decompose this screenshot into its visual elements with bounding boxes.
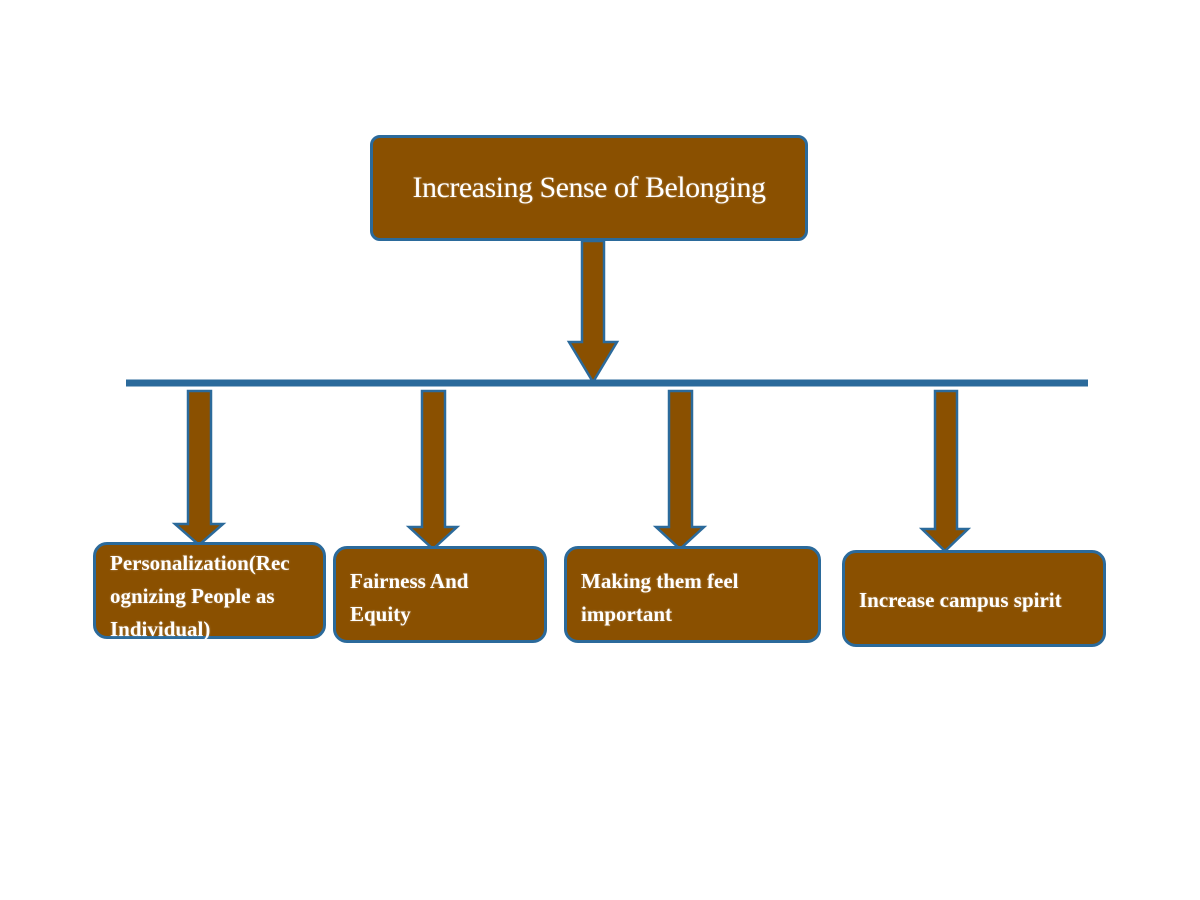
child-node-personalization: Personalization(Rec ognizing People as I… (93, 542, 326, 641)
label-line: Personalization(Rec (110, 551, 290, 575)
child-node-campus-spirit: Increase campus spirit (842, 550, 1106, 647)
root-node-label: Increasing Sense of Belonging (412, 171, 766, 204)
child-arrow-4 (918, 389, 972, 553)
child-node-label: Personalization(Rec ognizing People as I… (110, 547, 290, 646)
child-node-feel-important: Making them feel important (564, 546, 821, 643)
root-down-arrow (566, 239, 620, 385)
child-node-label: Increase campus spirit (859, 588, 1062, 612)
child-node-label: Making them feel important (581, 565, 738, 631)
label-line: Making them feel (581, 569, 739, 593)
child-arrow-1 (171, 389, 227, 547)
label-line: Fairness And (350, 569, 469, 593)
child-node-fairness-equity: Fairness And Equity (333, 546, 547, 643)
label-line: Equity (350, 602, 411, 626)
child-arrow-2 (405, 389, 461, 551)
label-line: Individual) (110, 617, 211, 641)
label-line: important (581, 602, 672, 626)
label-line: ognizing People as (110, 584, 275, 608)
child-node-label: Fairness And Equity (350, 565, 468, 631)
child-arrow-3 (652, 389, 708, 551)
root-node: Increasing Sense of Belonging (370, 135, 808, 241)
